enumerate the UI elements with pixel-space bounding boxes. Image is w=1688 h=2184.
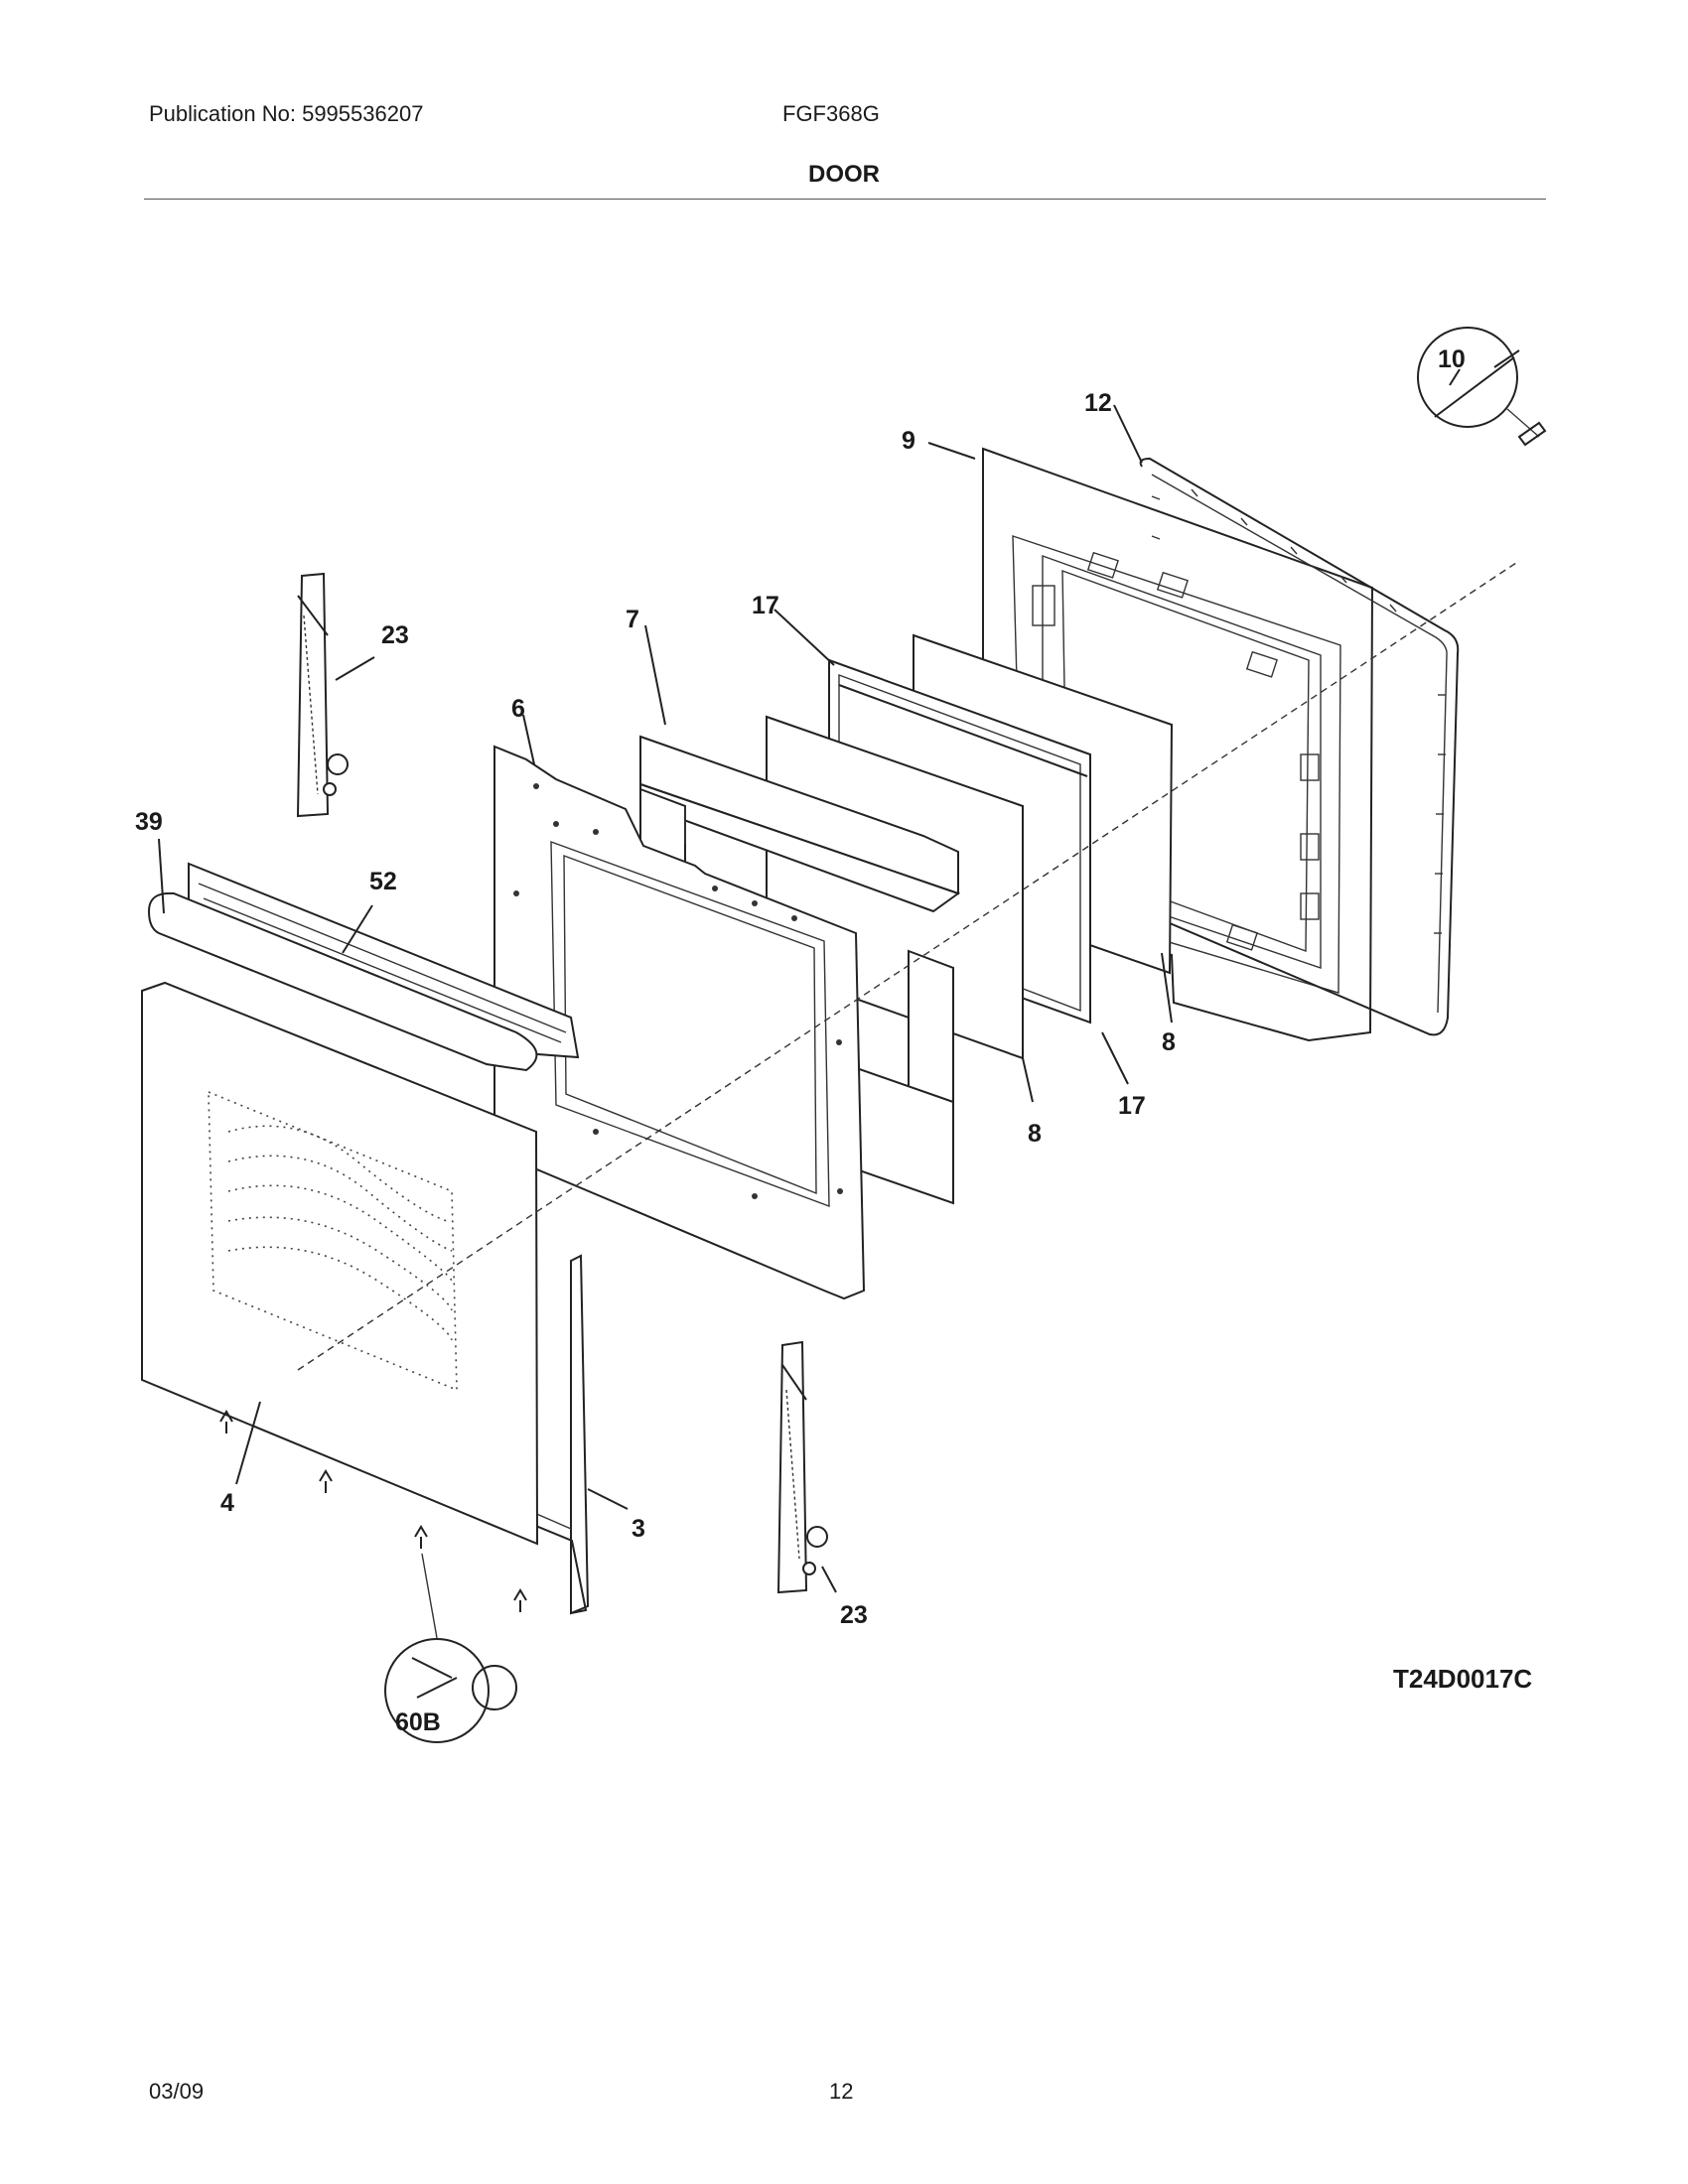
callout-60b: 60B: [395, 1708, 441, 1736]
part-4-outer-glass: [141, 981, 539, 1546]
callout-10: 10: [1438, 345, 1466, 373]
callout-23-lower: 23: [840, 1601, 868, 1629]
drawing-code: T24D0017C: [1393, 1664, 1532, 1694]
callout-leaders: [158, 368, 1461, 1593]
publication-number: Publication No: 5995536207: [149, 101, 424, 126]
door-screws: [219, 1410, 527, 1612]
callout-7: 7: [626, 606, 639, 633]
part-23-hinge-lower: [776, 1340, 828, 1594]
detail-10-circle: [1417, 327, 1547, 447]
callout-4: 4: [220, 1489, 234, 1517]
callout-9: 9: [902, 427, 915, 455]
callout-39: 39: [135, 808, 163, 836]
part-6-door-frame: [493, 745, 866, 1300]
section-title: DOOR: [808, 161, 880, 188]
part-12-door-gasket: [1139, 457, 1460, 1036]
callout-6: 6: [511, 695, 525, 723]
callout-8-right: 8: [1162, 1028, 1176, 1056]
part-52-39-door-handle: [147, 862, 580, 1072]
callout-17-lower: 17: [1118, 1092, 1146, 1120]
callout-23-upper: 23: [381, 621, 409, 649]
model-number: FGF368G: [782, 101, 880, 126]
assembly-axis: [297, 560, 1520, 1371]
part-23-hinge-upper: [296, 572, 349, 818]
callout-3: 3: [632, 1515, 645, 1543]
callout-8-left: 8: [1028, 1120, 1042, 1148]
header-divider: [144, 199, 1546, 200]
callout-12: 12: [1084, 389, 1112, 417]
footer-page-number: 12: [829, 2079, 854, 2104]
footer-date: 03/09: [149, 2079, 205, 2104]
detail-60b-circle: [384, 1553, 517, 1743]
callout-52: 52: [369, 868, 397, 895]
callout-17-upper: 17: [752, 592, 779, 619]
